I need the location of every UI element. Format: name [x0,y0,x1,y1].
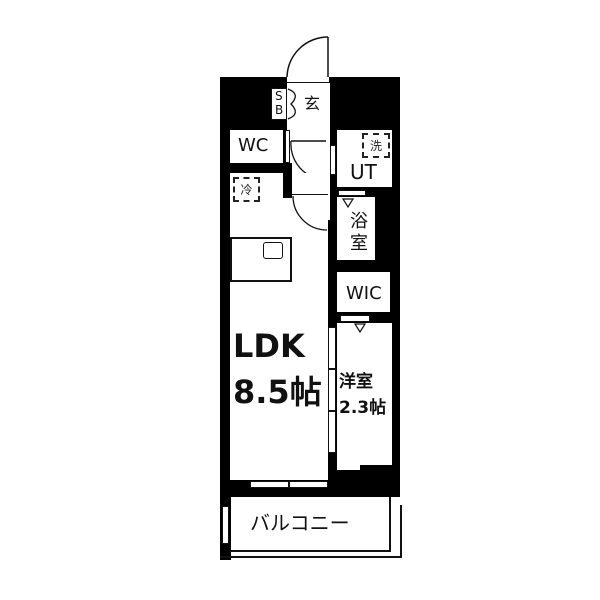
fridge-space: 冷 [233,177,260,202]
balcony-edge [220,556,402,558]
balcony-window-left [250,481,289,488]
western-room [337,323,392,470]
shoe-box-label-b: B [275,103,284,117]
wic-label: WIC [346,283,382,304]
washer-space: 洗 [362,133,390,158]
sliding-door-mid [328,369,336,411]
bath-door-arrow-icon [342,198,354,208]
entrance-label: 玄 [304,94,321,113]
western-room-size: 2.3帖 [339,398,387,418]
shoe-box [271,88,287,120]
shoe-box-door-icon [287,88,296,120]
bath-door [338,190,366,196]
entrance-area [287,83,330,120]
ldk-door-frame [292,190,328,195]
ldk-room [230,173,328,480]
western-door-arrow-icon [354,323,366,333]
entrance-opening [287,77,329,83]
ldk-label: LDK [233,327,305,365]
balcony-window-right [289,481,328,488]
ldk-size: 8.5帖 [233,373,322,411]
wic-room [337,272,390,312]
ldk-door-swing-icon [292,195,328,231]
balcony-outer [220,497,400,560]
utility-label: UT [350,160,377,184]
balcony-right-edge [400,505,402,558]
bathroom-label-2: 室 [350,233,368,254]
wc-label: WC [238,135,269,156]
wc-room [230,130,283,163]
shoe-box-label-s: S [275,89,283,103]
wic-door [340,315,370,322]
bathroom-label-1: 浴 [350,211,368,232]
kitchen-wall-notch [283,163,292,198]
wc-door-jamb [285,130,290,163]
ut-door [330,145,336,175]
bathroom [337,197,375,260]
balcony-left-window [222,506,229,544]
western-room-label: 洋室 [339,372,373,392]
sliding-door-lower [328,411,336,453]
balcony-label: バルコニー [250,511,350,535]
entrance-door-swing-icon [286,36,329,79]
sliding-door-upper [328,327,336,369]
balcony-rail [230,497,391,552]
sink-icon [263,242,283,259]
